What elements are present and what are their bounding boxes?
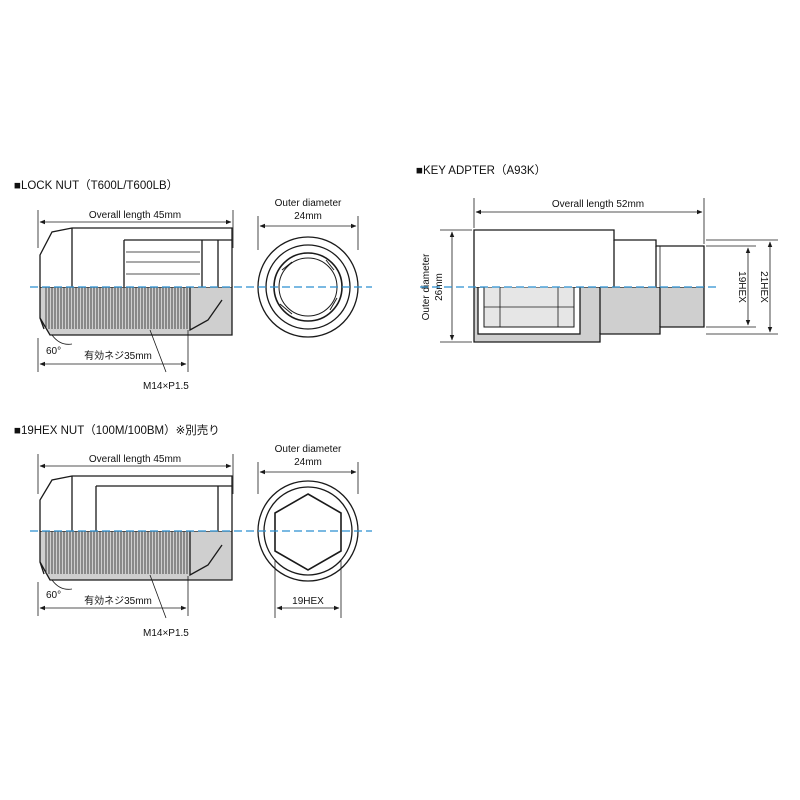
hex-nut-hex-size: 19HEX bbox=[292, 596, 324, 607]
lock-nut-thread-length: 有効ネジ35mm bbox=[84, 349, 152, 362]
hex-nut-thread-spec: M14×P1.5 bbox=[143, 628, 189, 639]
hex-nut-outer-diameter-label: Outer diameter bbox=[275, 444, 342, 455]
lock-nut-side-view bbox=[39, 227, 233, 336]
lock-nut-outer-diameter-label: Outer diameter bbox=[275, 198, 342, 209]
hex-nut-overall-length: Overall length 45mm bbox=[89, 454, 181, 465]
key-adapter-hex-outer: 21HEX bbox=[758, 271, 769, 303]
key-adapter-overall-length: Overall length 52mm bbox=[552, 199, 644, 210]
key-adapter-side-view bbox=[473, 229, 705, 343]
key-adapter-section: ■KEY ADPTER（A93K） Overall length 52mm bbox=[416, 164, 778, 343]
hex-nut-section: ■19HEX NUT（100M/100BM）※別売り Overall lengt… bbox=[14, 424, 372, 639]
hex-nut-title: ■19HEX NUT（100M/100BM）※別売り bbox=[14, 424, 220, 437]
lock-nut-section: ■LOCK NUT（T600L/T600LB） Overall length 4… bbox=[14, 179, 372, 392]
lock-nut-angle: 60° bbox=[46, 346, 61, 357]
key-adapter-title: ■KEY ADPTER（A93K） bbox=[416, 164, 546, 177]
hex-nut-side-view bbox=[39, 475, 233, 581]
lock-nut-outer-diameter-value: 24mm bbox=[294, 211, 322, 222]
hex-shape bbox=[274, 493, 342, 571]
hex-nut-thread-length: 有効ネジ35mm bbox=[84, 594, 152, 607]
hex-nut-outer-diameter-value: 24mm bbox=[294, 457, 322, 468]
lock-nut-thread-spec: M14×P1.5 bbox=[143, 381, 189, 392]
lock-nut-overall-length: Overall length 45mm bbox=[89, 210, 181, 221]
key-adapter-hex-inner: 19HEX bbox=[736, 271, 747, 303]
lock-nut-title: ■LOCK NUT（T600L/T600LB） bbox=[14, 179, 178, 192]
hex-nut-angle: 60° bbox=[46, 590, 61, 601]
